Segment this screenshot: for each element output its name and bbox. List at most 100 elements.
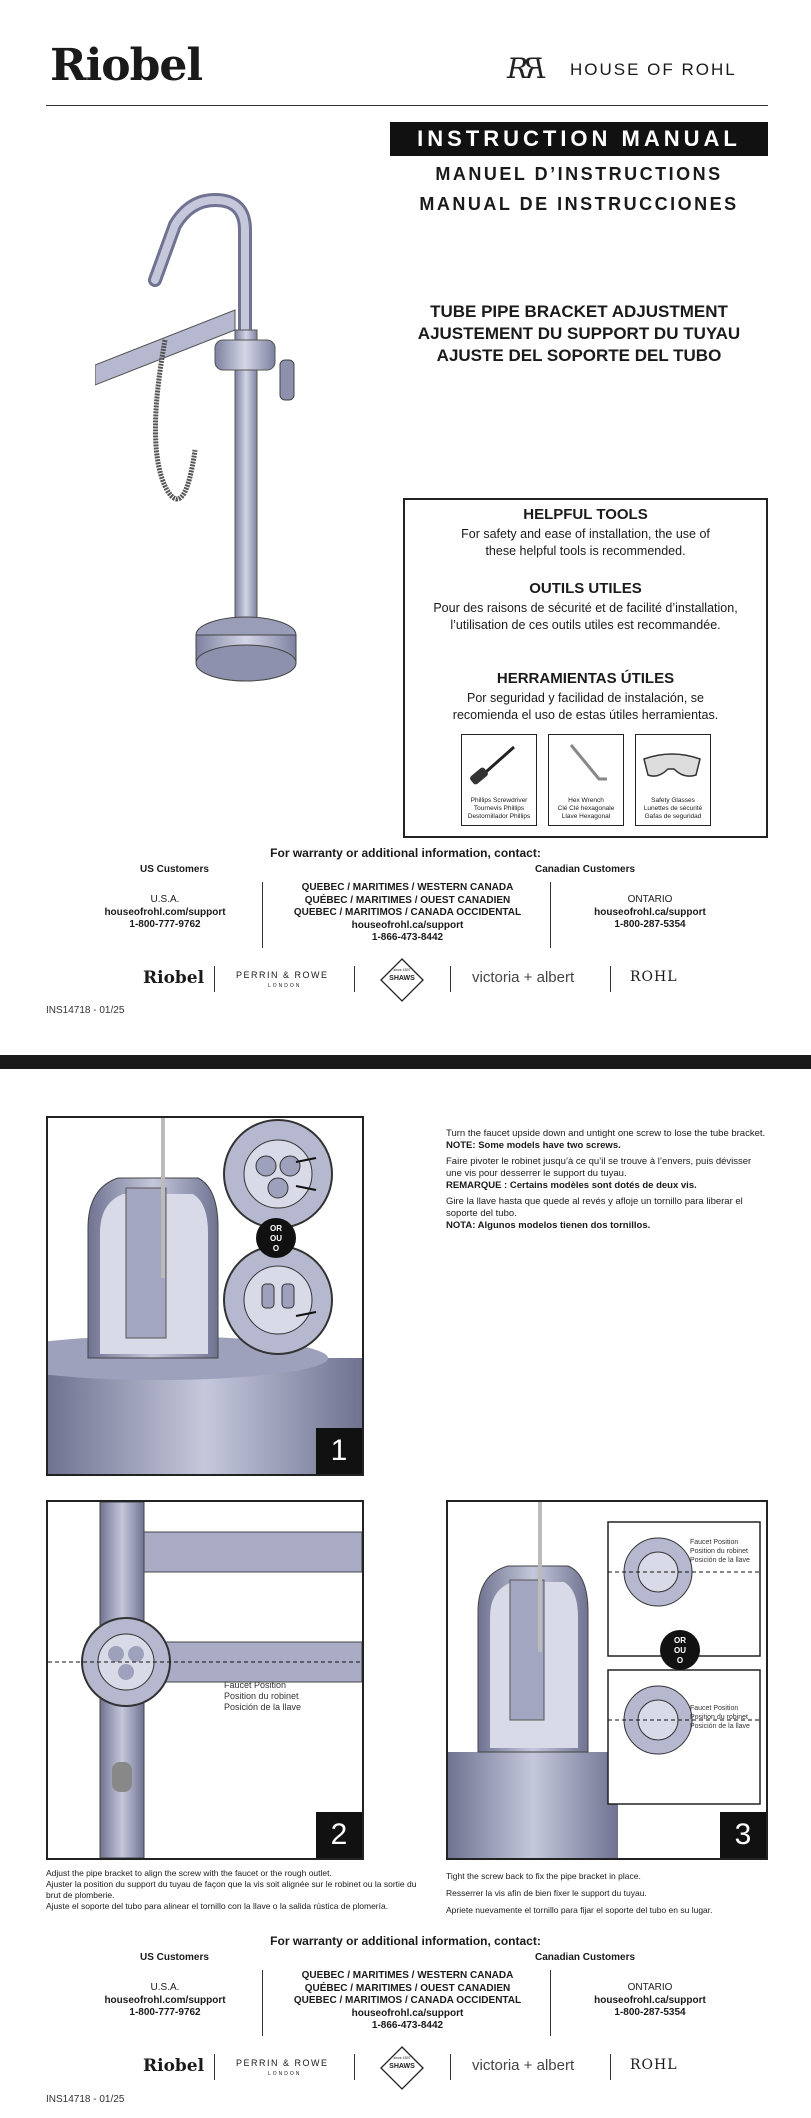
us-country: U.S.A. (150, 1982, 180, 1993)
faucet-position-fr: Position du robinet (224, 1691, 299, 1701)
footer-perrin-rowe-logo: PERRIN & ROWE (236, 970, 329, 980)
tools-title-en: HELPFUL TOOLS (523, 506, 648, 523)
step-2-text-es: Ajuste el soporte del tubo para alinear … (46, 1901, 389, 1911)
manual-title-banner: INSTRUCTION MANUAL (390, 122, 768, 156)
screwdriver-icon (470, 745, 515, 785)
tools-text-es: Por seguridad y facilidad de instalación… (452, 691, 719, 722)
footer-perrin-rowe-logo: PERRIN & ROWE (236, 2058, 329, 2068)
contact-heading: For warranty or additional information, … (270, 1934, 541, 1948)
faucet-position-es: Posición de la llave (690, 1723, 750, 1730)
shaws-since: since 1897 (393, 2056, 411, 2060)
quebec-line: QUÉBEC / MARITIMES / OUEST CANADIEN (304, 1982, 511, 1994)
footer-rohl-logo: ROHL (630, 969, 678, 985)
document-code: INS14718 - 01/25 (46, 1005, 125, 1016)
step-1-text-fr: Faire pivoter le robinet jusqu’à ce qu’i… (446, 1156, 752, 1179)
quebec-website[interactable]: houseofrohl.ca/support (351, 2007, 464, 2019)
us-phone[interactable]: 1-800-777-9762 (129, 2007, 201, 2018)
tools-text-fr: Pour des raisons de sécurité et de facil… (433, 601, 738, 632)
quebec-website[interactable]: houseofrohl.ca/support (351, 919, 464, 931)
canadian-customers-label: Canadian Customers (535, 864, 636, 875)
step-1-note-fr: REMARQUE : Certains modèles sont dotés d… (446, 1180, 697, 1191)
footer-divider (214, 2054, 215, 2080)
svg-text:R: R (506, 52, 528, 85)
us-website[interactable]: houseofrohl.com/support (104, 1994, 226, 2006)
tools-text-en: For safety and ease of installation, the… (461, 527, 710, 558)
house-of-rohl-logo: HOUSE OF ROHL (570, 60, 737, 79)
freestanding-faucet-illustration (94, 190, 335, 730)
footer-divider (610, 2054, 611, 2080)
ontario-phone[interactable]: 1-800-287-5354 (614, 919, 686, 930)
us-customers-label: US Customers (140, 864, 209, 875)
step-3-text-es: Apriete nuevamente el tornillo para fija… (446, 1905, 713, 1915)
ontario-phone[interactable]: 1-800-287-5354 (614, 2007, 686, 2018)
step-number: 3 (720, 1812, 766, 1858)
contact-divider (262, 882, 263, 948)
contact-quebec: QUEBEC / MARITIMES / WESTERN CANADA QUÉB… (270, 882, 545, 945)
document-code: INS14718 - 01/25 (46, 2094, 125, 2105)
faucet-position-en: Faucet Position (690, 1705, 739, 1712)
footer-divider (450, 966, 451, 992)
step-2-instructions: Adjust the pipe bracket to align the scr… (46, 1868, 426, 1912)
safety-glasses-icon (643, 753, 701, 777)
step-3-instructions: Tight the screw back to fix the pipe bra… (446, 1868, 768, 1919)
footer-rohl-logo: ROHL (630, 2057, 678, 2073)
us-country: U.S.A. (150, 894, 180, 905)
step-2-illustration (48, 1502, 362, 1858)
step-2-panel: Faucet Position Position du robinet Posi… (46, 1500, 364, 1860)
faucet-position-label-top: Faucet Position Position du robinet Posi… (690, 1538, 750, 1565)
quebec-line: QUÉBEC / MARITIMES / OUEST CANADIEN (304, 894, 511, 906)
manual-title-fr: MANUEL D’INSTRUCTIONS (435, 164, 723, 184)
step-1-text-es: Gire la llave hasta que quede al revés y… (446, 1196, 743, 1219)
faucet-position-label-bottom: Faucet Position Position du robinet Posi… (690, 1704, 750, 1731)
step-3-panel: OR OU O Faucet Position Position du robi… (446, 1500, 768, 1860)
contact-ontario: ONTARIO houseofrohl.ca/support 1-800-287… (560, 1982, 740, 2020)
footer-shaws-logo: SHAWS since 1897 (380, 958, 424, 1002)
subject-title-fr: AJUSTEMENT DU SUPPORT DU TUYAU (417, 324, 741, 343)
step-2-text-en: Adjust the pipe bracket to align the scr… (46, 1868, 332, 1878)
contact-divider (550, 1970, 551, 2036)
step-number: 1 (316, 1428, 362, 1474)
footer-perrin-rowe-sub: LONDON (268, 2071, 302, 2077)
canadian-customers-label: Canadian Customers (535, 1952, 636, 1963)
svg-text:R: R (524, 52, 546, 85)
ontario-website[interactable]: houseofrohl.ca/support (594, 906, 706, 918)
tool-caption: Phillips Screwdriver Tournevis Phillips … (467, 797, 531, 820)
faucet-position-en: Faucet Position (690, 1539, 739, 1546)
header-divider (46, 105, 768, 106)
contact-quebec: QUEBEC / MARITIMES / WESTERN CANADA QUÉB… (270, 1970, 545, 2033)
faucet-position-fr: Position du robinet (690, 1548, 748, 1555)
faucet-position-en: Faucet Position (224, 1680, 287, 1690)
shaws-text: SHAWS (389, 2063, 415, 2070)
footer-divider (354, 966, 355, 992)
ontario-label: ONTARIO (627, 1982, 673, 1993)
or-badge: OR OU O (256, 1218, 296, 1258)
manual-title-es: MANUAL DE INSTRUCCIONES (419, 194, 739, 214)
tools-title-es: HERRAMIENTAS ÚTILES (496, 670, 675, 687)
hex-wrench-icon (569, 744, 607, 781)
or-badge: OR OU O (660, 1630, 700, 1670)
quebec-phone[interactable]: 1-866-473-8442 (371, 2020, 444, 2031)
step-3-text-fr: Resserrer la vis afin de bien fixer le s… (446, 1888, 647, 1898)
us-phone[interactable]: 1-800-777-9762 (129, 919, 201, 930)
step-1-panel: OR OU O 1 (46, 1116, 364, 1476)
quebec-phone[interactable]: 1-866-473-8442 (371, 932, 444, 943)
tool-safety-glasses: Safety Glasses Lunettes de sécurité Gafa… (635, 734, 711, 826)
step-3-illustration (448, 1502, 761, 1858)
step-1-note-es: NOTA: Algunos modelos tienen dos tornill… (446, 1220, 651, 1231)
ontario-website[interactable]: houseofrohl.ca/support (594, 1994, 706, 2006)
us-website[interactable]: houseofrohl.com/support (104, 906, 226, 918)
tool-caption: Safety Glasses Lunettes de sécurité Gafa… (643, 797, 703, 820)
contact-heading: For warranty or additional information, … (270, 846, 541, 860)
shaws-since: since 1897 (393, 968, 411, 972)
footer-divider (450, 2054, 451, 2080)
tool-hex-wrench: Hex Wrench Clé Clé hexagonale Llave Hexa… (548, 734, 624, 826)
step-3-text-en: Tight the screw back to fix the pipe bra… (446, 1871, 641, 1881)
subject-title-en: TUBE PIPE BRACKET ADJUSTMENT (430, 302, 728, 321)
step-number: 2 (316, 1812, 362, 1858)
helpful-tools-box: HELPFUL TOOLS For safety and ease of ins… (403, 498, 768, 838)
ontario-label: ONTARIO (627, 894, 673, 905)
footer-riobel-logo: Riobel (143, 2056, 205, 2076)
brand-logo: Riobel (50, 40, 203, 91)
footer-victoria-albert-logo: victoria + albert (472, 2057, 575, 2074)
